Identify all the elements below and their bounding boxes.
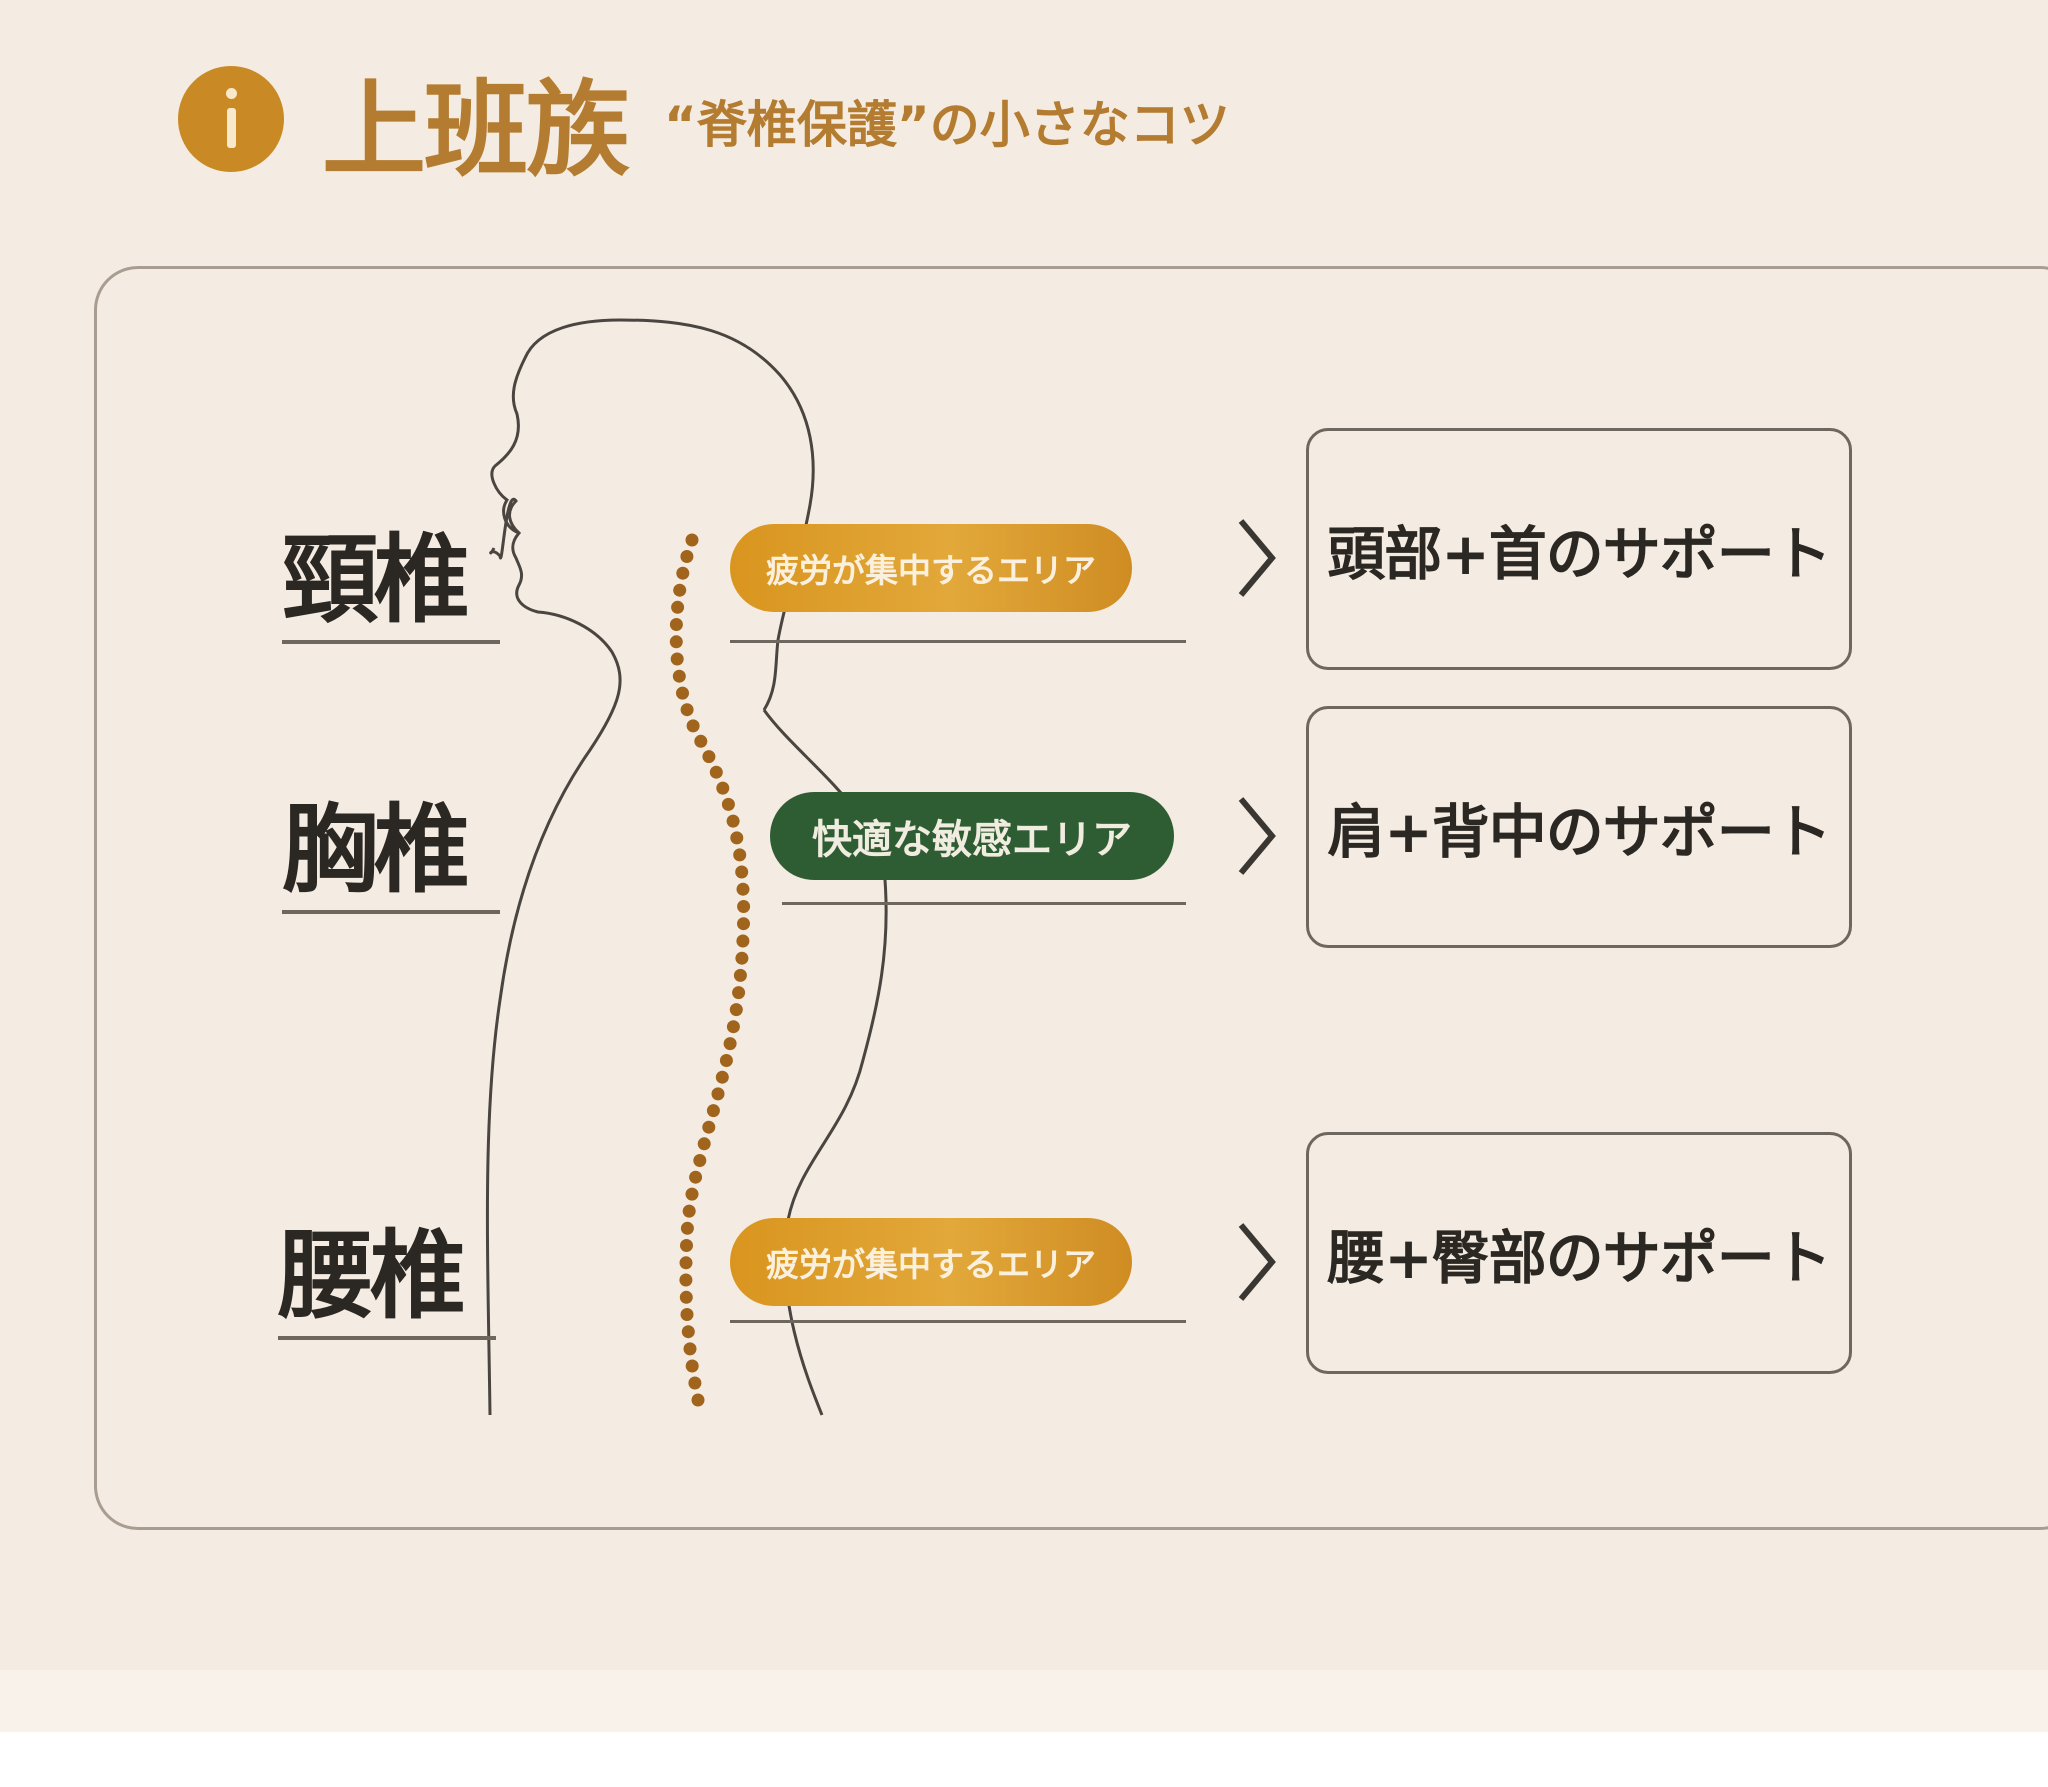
- chevron-right-icon: [1238, 797, 1276, 875]
- spine-dot: [685, 533, 699, 547]
- area-tag-underline-lumbar: [730, 1320, 1186, 1323]
- spine-dot: [709, 765, 723, 779]
- spine-dot: [706, 1104, 720, 1118]
- level-label-thoracic: 胸椎: [282, 802, 500, 914]
- spine-dot: [694, 734, 708, 748]
- info-icon-bar: [227, 108, 236, 148]
- spine-dot: [736, 882, 750, 896]
- spine-dot: [673, 583, 687, 597]
- spine-dot: [737, 917, 750, 931]
- spine-dot: [669, 618, 683, 631]
- support-text-lumbar: 腰+臀部のサポート: [1327, 1224, 1832, 1292]
- spine-dot: [669, 635, 683, 649]
- spine-dot: [715, 1070, 729, 1084]
- spine-dot: [691, 1393, 705, 1407]
- spine-dot: [688, 1376, 702, 1390]
- spine-dot: [693, 1154, 707, 1167]
- spine-dot: [672, 669, 686, 683]
- area-tag-thoracic: 快適な敏感エリア: [770, 792, 1174, 880]
- area-tag-lumbar-text: 疲労が集中するエリア: [766, 1245, 1096, 1284]
- page-subtitle: “脊椎保護”の小さなコツ: [664, 96, 1230, 154]
- spine-dot: [733, 848, 747, 862]
- silhouette-front-outline: [485, 497, 622, 1416]
- chevron-right-icon: [1238, 519, 1276, 597]
- spine-dot: [726, 1020, 740, 1034]
- spine-dot: [685, 1187, 699, 1201]
- bottom-strip: [0, 1670, 2048, 1732]
- chevron-right-icon: [1238, 1223, 1276, 1301]
- spine-dot: [721, 797, 735, 811]
- spine-dot: [736, 934, 750, 948]
- diagram-panel: [94, 266, 2048, 1530]
- area-tag-underline-thoracic: [782, 902, 1186, 905]
- info-icon-dot: [226, 88, 237, 99]
- support-box-cervical: 頭部+首のサポート: [1306, 428, 1852, 670]
- spine-dot: [681, 1325, 695, 1339]
- support-box-lumbar: 腰+臀部のサポート: [1306, 1132, 1852, 1374]
- spine-dot: [719, 1054, 733, 1067]
- spine-dot: [711, 1087, 725, 1101]
- spine-dot: [735, 951, 749, 965]
- spine-dot: [680, 1308, 694, 1321]
- area-tag-underline-cervical: [730, 640, 1186, 643]
- spine-dot: [676, 686, 689, 700]
- spine-dot: [729, 1003, 743, 1017]
- spine-dot: [680, 703, 694, 717]
- area-tag-lumbar: 疲労が集中するエリア: [730, 1218, 1132, 1306]
- spine-dot: [737, 900, 751, 913]
- spine-dot: [679, 1273, 693, 1287]
- area-tag-thoracic-text: 快適な敏感エリア: [812, 817, 1132, 863]
- spine-dot: [679, 1256, 693, 1270]
- spine-dot: [732, 986, 746, 1000]
- spine-dot: [680, 1239, 693, 1252]
- spine-dot: [686, 719, 700, 733]
- spine-dot: [685, 1359, 699, 1373]
- spine-dot: [730, 831, 744, 845]
- spine-dot: [689, 1170, 703, 1184]
- level-label-cervical: 頸椎: [282, 532, 500, 644]
- spine-dot: [735, 865, 749, 879]
- spine-dot: [733, 968, 747, 982]
- area-tag-cervical: 疲労が集中するエリア: [730, 524, 1132, 612]
- spine-dot: [702, 1120, 716, 1134]
- spine-dot: [670, 652, 684, 666]
- spine-dot: [683, 1342, 697, 1356]
- spine-dot: [726, 814, 740, 828]
- spine-dot: [716, 781, 730, 795]
- dotted-spine-line: [669, 533, 751, 1407]
- spine-dot: [679, 1290, 693, 1304]
- page-title: 上班族: [322, 69, 630, 191]
- info-icon: [178, 66, 284, 172]
- area-tag-cervical-text: 疲労が集中するエリア: [766, 551, 1096, 590]
- spine-dot: [671, 600, 685, 614]
- spine-dot: [697, 1137, 711, 1151]
- spine-dot: [680, 1221, 694, 1235]
- spine-dot: [702, 750, 716, 764]
- support-text-cervical: 頭部+首のサポート: [1327, 520, 1832, 588]
- support-text-thoracic: 肩+背中のサポート: [1327, 798, 1832, 866]
- spine-dot: [723, 1037, 737, 1051]
- silhouette-head-outline: [490, 318, 815, 711]
- spine-dot: [680, 550, 694, 563]
- support-box-thoracic: 肩+背中のサポート: [1306, 706, 1852, 948]
- spine-dot: [676, 566, 690, 580]
- level-label-lumbar: 腰椎: [278, 1228, 496, 1340]
- spine-dot: [682, 1204, 696, 1218]
